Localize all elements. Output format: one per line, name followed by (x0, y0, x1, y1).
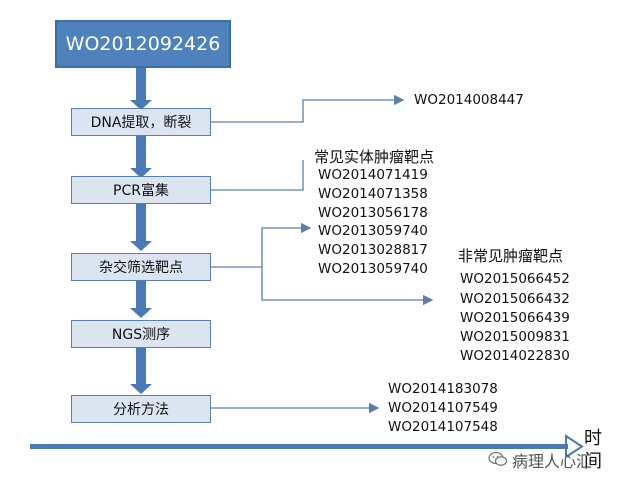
patent-item: WO2013059740 (318, 223, 428, 239)
patent-item: WO2013059740 (318, 261, 428, 277)
patent-item: WO2013028817 (318, 242, 428, 258)
top-patent-box: WO2012092426 (55, 20, 231, 68)
patent-item: WO2015066452 (460, 271, 570, 287)
patent-item: WO2014107548 (388, 419, 498, 435)
connector-hybrid-down (261, 267, 434, 306)
rare-targets-heading: 非常见肿瘤靶点 (458, 247, 564, 265)
time-axis-arrow (30, 434, 584, 459)
step-ngs: NGS测序 (71, 320, 211, 348)
patent-item: WO2014022830 (460, 348, 570, 364)
patent-item: WO2014183078 (388, 381, 498, 397)
time-axis-label-2: 间 (584, 451, 602, 472)
flow-arrow (130, 280, 152, 318)
flow-arrow (130, 346, 152, 394)
patent-item: WO2013056178 (318, 205, 428, 221)
time-axis-label-1: 时 (584, 428, 602, 449)
connector-pcr (211, 160, 304, 191)
watermark-text: 病理人心汇 (512, 452, 593, 471)
step-hybridization: 杂交筛选靶点 (71, 253, 211, 281)
patent-item: WO2014071419 (318, 167, 428, 183)
flow-arrows (130, 68, 152, 394)
step-dna-extraction: DNA提取，断裂 (71, 108, 211, 136)
patent-item: WO2015009831 (460, 329, 570, 345)
connector-hybrid-up (261, 222, 312, 267)
flow-arrow (130, 136, 152, 178)
step-pcr: PCR富集 (71, 176, 211, 204)
step-analysis: 分析方法 (71, 395, 211, 423)
flow-arrow (130, 68, 152, 110)
common-targets-heading: 常见实体肿瘤靶点 (314, 148, 435, 166)
wechat-icon (488, 451, 508, 466)
dna-patent: WO2014008447 (414, 92, 524, 108)
patent-item: WO2014071358 (318, 186, 428, 202)
patent-item: WO2015066439 (460, 310, 570, 326)
patent-item: WO2015066432 (460, 291, 570, 307)
flow-arrow (130, 203, 152, 251)
connector-dna (211, 94, 405, 123)
patent-item: WO2014107549 (388, 400, 498, 416)
